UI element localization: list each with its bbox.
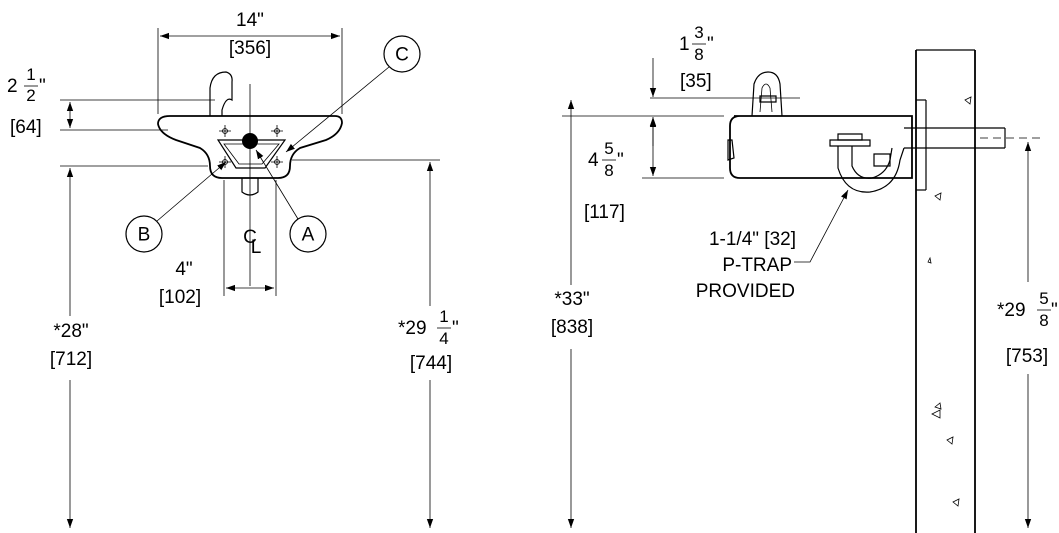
front-height-right-denominator: 4 [439,329,448,348]
side-basin-body [729,115,913,179]
front-lip-denominator: 2 [26,86,35,105]
svg-text:B: B [138,225,151,246]
side-basin-dimension: 4 5 8 " [117] [584,139,625,223]
side-height-left-metric: [838] [551,317,593,338]
side-height-right-dimension: *29 5 8 " [753] [997,289,1058,367]
front-height-right-numerator: 1 [439,307,448,326]
front-basin-outline [157,115,343,179]
side-basin-metric: [117] [584,202,625,223]
front-lip-metric: [64] [10,117,42,138]
side-view: 1 3 8 " [35] 4 5 8 " [117] *33" [838] *2… [535,23,1059,533]
centerline-l: L [251,237,262,258]
side-height-left-label: *33" [554,289,589,310]
front-centerline-symbol: C L [243,227,261,258]
front-bubbler-spout [209,71,233,116]
front-lip-whole: 2 [7,76,18,97]
front-lip-numerator: 1 [26,65,35,84]
front-height-right-metric: [744] [410,353,452,374]
front-width-metric: [356] [229,38,271,59]
svg-text:C: C [395,45,409,66]
svg-text:A: A [302,225,315,246]
side-bubbler-metric: [35] [680,71,712,92]
side-height-right-whole: *29 [997,300,1026,321]
front-height-right-whole: *29 [398,318,427,339]
centerline-c: C [243,227,257,248]
p-trap-note-line3: PROVIDED [696,281,795,302]
side-height-right-unit: " [1051,300,1058,321]
side-height-right-metric: [753] [1006,346,1048,367]
front-lip-unit: " [39,76,46,97]
side-p-trap [829,133,905,193]
front-height-right-dimension: *29 1 4 " [744] [398,307,459,374]
side-basin-numerator: 5 [604,139,613,158]
front-height-left-label: *28" [53,321,88,342]
callout-b: B [125,161,227,253]
side-bubbler-unit: " [707,34,714,55]
front-width-label: 14" [236,10,264,31]
side-height-right-denominator: 8 [1039,311,1048,330]
callout-a: A [255,149,327,253]
p-trap-note: 1-1/4" [32] P-TRAP PROVIDED [696,189,849,302]
side-bubbler [751,71,783,117]
callout-c: C [285,35,421,153]
side-pipes [904,127,1040,149]
front-lip-dimension: 2 1 2 " [64] [7,65,46,138]
side-bubbler-whole: 1 [679,34,690,55]
side-bubbler-numerator: 3 [694,23,703,42]
side-basin-denominator: 8 [604,161,613,180]
side-basin-unit: " [617,150,624,171]
side-height-right-numerator: 5 [1039,289,1048,308]
side-basin-whole: 4 [588,150,599,171]
side-bubbler-denominator: 8 [694,45,703,64]
p-trap-note-line2: P-TRAP [722,255,792,276]
front-height-right-unit: " [452,318,459,339]
front-spacing-metric: [102] [159,287,201,308]
side-wall [915,49,976,533]
front-bracket-triangle [216,139,287,169]
p-trap-note-line1: 1-1/4" [32] [709,229,796,250]
front-height-left-metric: [712] [50,349,92,370]
front-spacing-label: 4" [175,259,192,280]
front-view: 14" [356] 2 1 2 " [64] 4" [102] C L *28"… [7,10,470,528]
side-bubbler-dimension: 1 3 8 " [35] [679,23,714,92]
